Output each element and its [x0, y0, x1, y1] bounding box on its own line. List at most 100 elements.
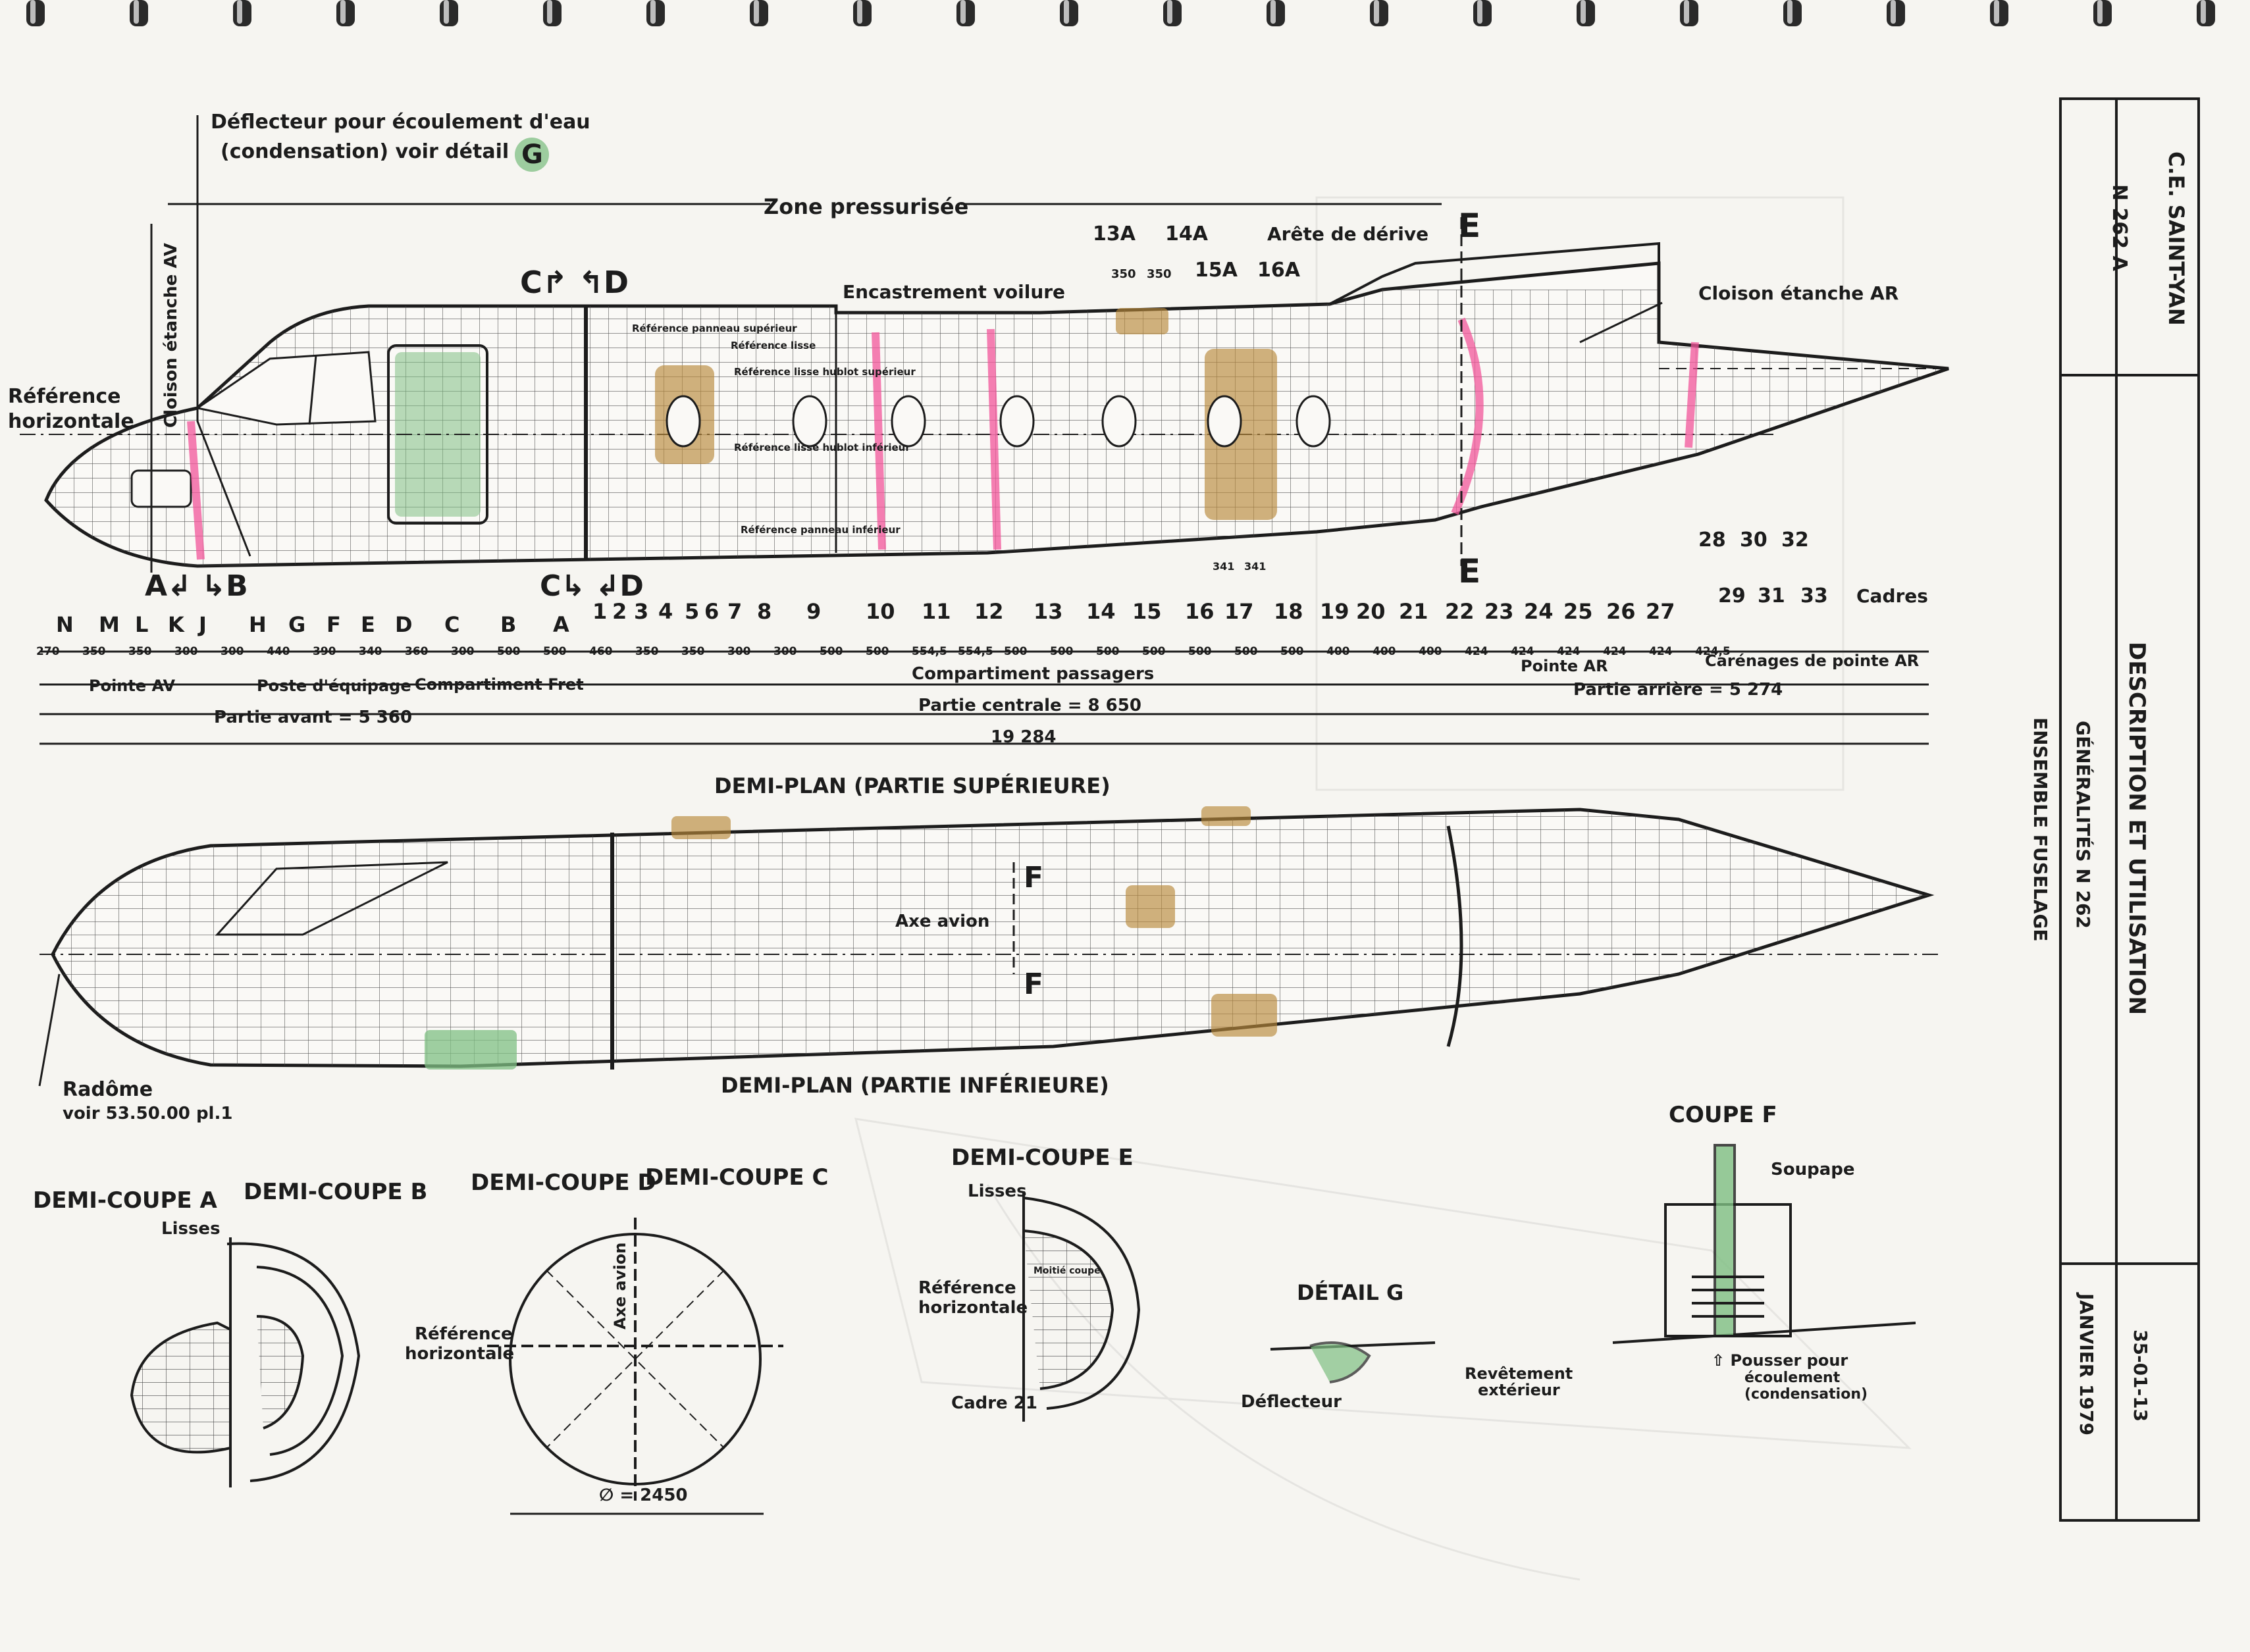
radome-label-1: Radôme [63, 1078, 153, 1101]
frame-spacing-value: 300 [773, 645, 797, 658]
frame-number: 23 [1484, 599, 1514, 624]
binding-ring [853, 0, 872, 26]
plan-lower-title: DEMI-PLAN (PARTIE INFÉRIEURE) [721, 1073, 1109, 1098]
frame-top-dim-2: 350 [1147, 267, 1172, 281]
binding-ring [1887, 0, 1905, 26]
partie-arriere-label: Partie arrière = 5 274 [1573, 680, 1783, 700]
demi-coupe-d: DEMI-COUPE D [471, 1170, 656, 1196]
frame-spacing-value: 500 [1096, 645, 1120, 658]
deflector-ref: G [521, 140, 543, 170]
frame-spacing-value: 500 [1280, 645, 1304, 658]
frame-spacing-value: 350 [82, 645, 106, 658]
ref-lisse: Référence lisse [731, 340, 816, 351]
pink-marker-frame-11 [987, 328, 1001, 550]
frame-spacing-value: 340 [359, 645, 382, 658]
frame-letter: M [99, 612, 120, 637]
section-cd-top: C↱ ↰D [520, 265, 629, 300]
frame-number: 8 [757, 599, 772, 624]
pointe-ar-label: Pointe AR [1521, 657, 1608, 675]
frame-letter: E [361, 612, 375, 637]
binding-ring [440, 0, 458, 26]
binding-ring [750, 0, 768, 26]
rear-frame-32: 32 [1781, 529, 1809, 552]
radome-label-2: voir 53.50.00 pl.1 [63, 1104, 232, 1123]
diametre-label: ∅ = 2450 [599, 1485, 688, 1505]
frame-number: 17 [1224, 599, 1254, 624]
plan-view-fuselage [39, 806, 1942, 1070]
frame-number: 6 [704, 599, 719, 624]
cadres-label: Cadres [1856, 585, 1928, 607]
frame-number: 21 [1399, 599, 1428, 624]
binding-ring [26, 0, 45, 26]
tan-marker-plan-2 [1201, 806, 1251, 826]
revetement-label-2: extérieur [1478, 1381, 1560, 1399]
axe-avion-section: Axe avion [611, 1243, 629, 1329]
moitie-coupe-label: Moitié coupe [1033, 1266, 1101, 1276]
binding-ring [1990, 0, 2008, 26]
demi-coupe-b: DEMI-COUPE B [244, 1179, 427, 1205]
partie-avant-label: Partie avant = 5 360 [214, 708, 412, 727]
frame-top-13a: 13A [1093, 222, 1136, 245]
rear-frame-31: 31 [1758, 584, 1785, 607]
frame-spacing-value: 360 [405, 645, 429, 658]
cloison-ar-label: Cloison étanche AR [1698, 282, 1898, 304]
frame-spacing-value: 500 [497, 645, 521, 658]
frame-number: 2 [612, 599, 627, 624]
coupe-f: COUPE F [1669, 1102, 1777, 1128]
deflecteur-label: Déflecteur [1241, 1392, 1342, 1412]
section-e [1022, 1191, 1141, 1422]
ref-lisse-hublot-sup: Référence lisse hublot supérieur [734, 366, 916, 378]
binding-ring [336, 0, 355, 26]
partie-centrale-label: Partie centrale = 8 650 [918, 696, 1141, 715]
reference-1-e: Référence [918, 1278, 1016, 1298]
frame-spacing-value: 350 [635, 645, 659, 658]
cabin-window [891, 395, 926, 448]
tan-marker-top-hatch [1116, 308, 1168, 334]
binding-ring [1267, 0, 1285, 26]
section-c-d [487, 1218, 783, 1515]
axe-avion-plan: Axe avion [895, 912, 989, 931]
frame-letter: G [288, 612, 305, 637]
frame-spacing-value: 424 [1557, 645, 1581, 658]
arete-label: Arête de dérive [1267, 223, 1428, 245]
frame-number: 4 [658, 599, 673, 624]
poste-equipage-label: Poste d'équipage [257, 677, 411, 695]
pousser-label-3: (condensation) [1744, 1386, 1868, 1403]
binding-ring [956, 0, 975, 26]
rear-frame-28: 28 [1698, 529, 1726, 552]
frame-spacing-value: 424,5 [1695, 645, 1731, 658]
frame-number: 9 [806, 599, 821, 624]
frame-number: 7 [727, 599, 742, 624]
ref-horizontale-2: horizontale [8, 410, 134, 433]
frame-spacing-value: 500 [1188, 645, 1212, 658]
deflector-note-line2: (condensation) voir détail [221, 140, 509, 163]
frame-number: 26 [1606, 599, 1636, 624]
cabin-window [1207, 395, 1242, 448]
frame-spacing-value: 424 [1465, 645, 1488, 658]
tan-marker-door-rear [1205, 349, 1277, 520]
frame-letter: A [553, 612, 569, 637]
ref-panneau-inf: Référence panneau inférieur [741, 524, 901, 536]
frame-number: 16 [1185, 599, 1215, 624]
frame-spacing-value: 300 [221, 645, 244, 658]
binding-ring [1370, 0, 1388, 26]
spiral-binding [26, 0, 2215, 26]
encastrement-label: Encastrement voilure [843, 281, 1065, 303]
pousser-label-1: ⇧ Pousser pour [1712, 1351, 1848, 1370]
frame-letter: N [56, 612, 74, 637]
frame-mid-dim-1: 341 [1213, 560, 1234, 573]
frame-spacing-value: 500 [1234, 645, 1258, 658]
frame-number: 15 [1132, 599, 1162, 624]
frame-spacing-value: 500 [866, 645, 889, 658]
frame-spacing-value: 554,5 [958, 645, 993, 658]
plan-upper-title: DEMI-PLAN (PARTIE SUPÉRIEURE) [714, 773, 1111, 798]
frame-spacing-value: 460 [589, 645, 613, 658]
pink-marker-frame-8 [872, 332, 886, 550]
frame-spacing-value: 554,5 [912, 645, 947, 658]
reference-2-e: horizontale [918, 1298, 1028, 1318]
ref-horizontale-1: Référence [8, 385, 120, 408]
frame-spacing-value: 424 [1603, 645, 1627, 658]
